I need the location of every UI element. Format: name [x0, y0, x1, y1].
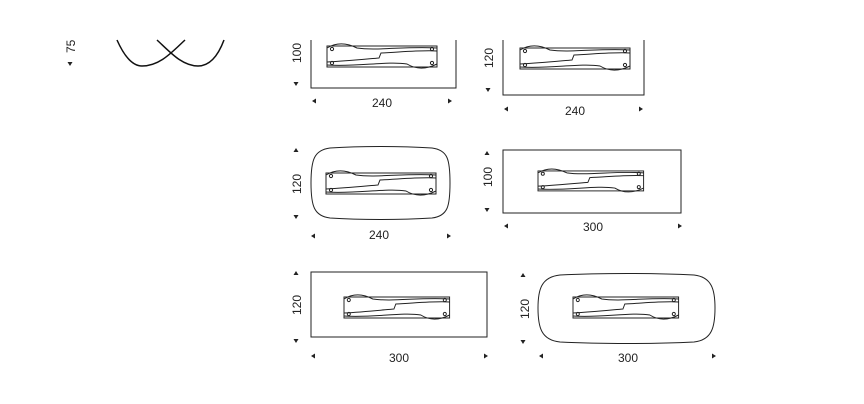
arrow-up-icon: [520, 273, 526, 277]
arrow-down-icon: [484, 208, 490, 212]
table-diagram-6: 120 300: [518, 273, 716, 365]
base-drawing: [537, 168, 645, 193]
arrow-up-icon: [293, 271, 299, 275]
width-label: 240: [565, 104, 585, 118]
arrow-right-icon: [678, 223, 682, 229]
base-drawing: [326, 43, 438, 69]
arrow-up-icon: [293, 148, 299, 152]
arrow-left-icon: [504, 223, 508, 229]
arrow-left-icon: [504, 106, 508, 112]
width-label: 300: [583, 220, 603, 234]
depth-label: 120: [482, 48, 496, 68]
width-label: 240: [372, 96, 392, 110]
base-drawing: [343, 294, 451, 320]
arrow-right-icon: [639, 106, 643, 112]
table-diagram-4: 100 300: [481, 149, 682, 234]
table-outline: [310, 271, 488, 338]
width-label: 300: [618, 351, 638, 365]
arrow-up-icon: [484, 151, 490, 155]
arrow-down-icon: [520, 340, 526, 344]
table-diagram-3: 120 240: [290, 146, 451, 242]
leg-curve-left: [116, 39, 186, 67]
depth-label: 120: [518, 299, 532, 319]
arrow-down-icon: [293, 215, 299, 219]
table-outline: [502, 149, 682, 214]
table-outline: [502, 40, 645, 96]
depth-label: 120: [290, 295, 304, 315]
base-drawing: [572, 294, 680, 320]
arrow-left-icon: [311, 353, 315, 359]
leg-curve-right: [156, 39, 225, 67]
table-outline: [310, 146, 451, 220]
table-diagram-1: 100 240: [290, 40, 457, 110]
arrow-right-icon: [712, 353, 716, 359]
table-diagram-5: 120 300: [290, 271, 488, 365]
arrow-left-icon: [312, 98, 316, 104]
arrow-right-icon: [484, 353, 488, 359]
width-label: 240: [369, 228, 389, 242]
arrow-left-icon: [539, 353, 543, 359]
height-label: 75: [64, 39, 78, 53]
side-view: 75: [64, 39, 225, 67]
arrow-left-icon: [311, 233, 315, 239]
table-outline: [310, 40, 457, 89]
arrow-down-icon: [67, 62, 73, 66]
width-label: 300: [389, 351, 409, 365]
arrow-down-icon: [485, 88, 491, 92]
arrow-down-icon: [293, 82, 299, 86]
depth-label: 100: [481, 167, 495, 187]
base-drawing: [519, 45, 631, 71]
depth-label: 120: [290, 174, 304, 194]
arrow-right-icon: [448, 98, 452, 104]
table-outline: [537, 273, 716, 344]
arrow-right-icon: [447, 233, 451, 239]
depth-label: 100: [290, 43, 304, 63]
arrow-down-icon: [293, 339, 299, 343]
base-drawing: [325, 170, 437, 196]
table-diagram-2: 120 240: [482, 40, 645, 118]
